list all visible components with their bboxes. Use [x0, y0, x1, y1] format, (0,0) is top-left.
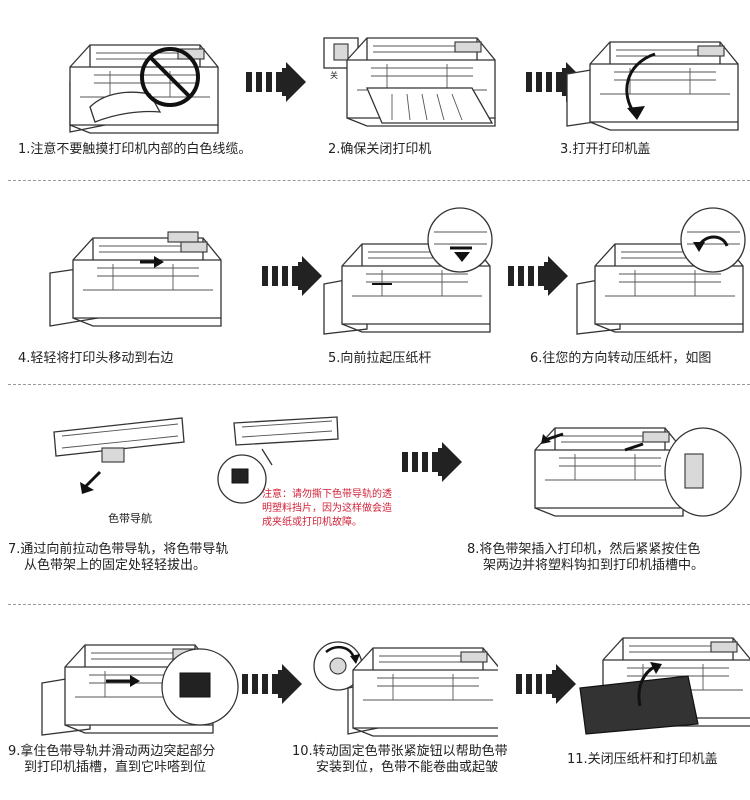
- step2-caption: 2.确保关闭打印机: [328, 142, 432, 157]
- step5-illustration: [322, 204, 497, 339]
- off-switch-label: 关: [330, 70, 338, 80]
- step9-caption-line-1: 9.拿住色带导轨并滑动两边突起部分: [8, 744, 216, 759]
- step10-caption-line-2: 安装到位，色带不能卷曲或起皱: [316, 760, 499, 775]
- step7-caption: 7.通过向前拉动色带导轨，将色带导轨 从色带架上的固定处轻轻拔出。: [8, 542, 228, 574]
- step6-illustration: [575, 204, 750, 339]
- step10-illustration: [308, 628, 498, 738]
- warning-line-1: 注意：请勿撕下色带导轨的透: [262, 489, 392, 500]
- step6-caption: 6.往您的方向转动压纸杆，如图: [530, 351, 712, 366]
- step5-caption: 5.向前拉起压纸杆: [328, 351, 432, 366]
- step3-illustration: [565, 24, 750, 134]
- step8-illustration: [515, 410, 745, 520]
- step11-illustration: [578, 628, 750, 738]
- section-divider: [8, 180, 750, 181]
- step4-caption: 4.轻轻将打印头移动到右边: [18, 351, 174, 366]
- step3-caption: 3.打开打印机盖: [560, 142, 651, 157]
- step8-caption: 8.将色带架插入打印机，然后紧紧按住色 架两边并将塑料钩扣到打印机插槽中。: [467, 542, 704, 574]
- step2-illustration: 关: [322, 28, 497, 133]
- warning-line-2: 明塑料挡片，因为这样做会造: [262, 503, 392, 514]
- step9-caption-line-2: 到打印机插槽，直到它咔嗒到位: [24, 760, 207, 775]
- step10-caption-line-1: 10.转动固定色带张紧旋钮以帮助色带: [292, 744, 508, 759]
- arrow-icon: [246, 62, 308, 102]
- step1-illustration: [60, 22, 230, 137]
- arrow-icon: [508, 256, 570, 296]
- step10-caption: 10.转动固定色带张紧旋钮以帮助色带 安装到位，色带不能卷曲或起皱: [292, 744, 508, 776]
- step1-caption: 1.注意不要触摸打印机内部的白色线缆。: [18, 142, 252, 157]
- step7-caption-line-1: 7.通过向前拉动色带导轨，将色带导轨: [8, 542, 229, 557]
- arrow-icon: [242, 664, 304, 704]
- step4-illustration: [48, 218, 233, 333]
- warning-line-3: 成夹纸或打印机故障。: [262, 517, 362, 528]
- ribbon-guide-label: 色带导航: [108, 512, 152, 525]
- step11-caption: 11.关闭压纸杆和打印机盖: [567, 752, 718, 767]
- step7-caption-line-2: 从色带架上的固定处轻轻拔出。: [24, 558, 207, 573]
- section-divider: [8, 604, 750, 605]
- step9-caption: 9.拿住色带导轨并滑动两边突起部分 到打印机插槽，直到它咔嗒到位: [8, 744, 215, 776]
- section-divider: [8, 384, 750, 385]
- step8-caption-line-2: 架两边并将塑料钩扣到打印机插槽中。: [483, 558, 705, 573]
- step8-caption-line-1: 8.将色带架插入打印机，然后紧紧按住色: [467, 542, 701, 557]
- step7-ribbon-illustration: [52, 412, 187, 502]
- arrow-icon: [402, 442, 464, 482]
- step9-illustration: [40, 625, 240, 737]
- arrow-icon: [262, 256, 324, 296]
- warning-note: 注意：请勿撕下色带导轨的透 明塑料挡片，因为这样做会造 成夹纸或打印机故障。: [262, 488, 392, 530]
- step7-detail-illustration: [212, 415, 342, 505]
- arrow-icon: [516, 664, 578, 704]
